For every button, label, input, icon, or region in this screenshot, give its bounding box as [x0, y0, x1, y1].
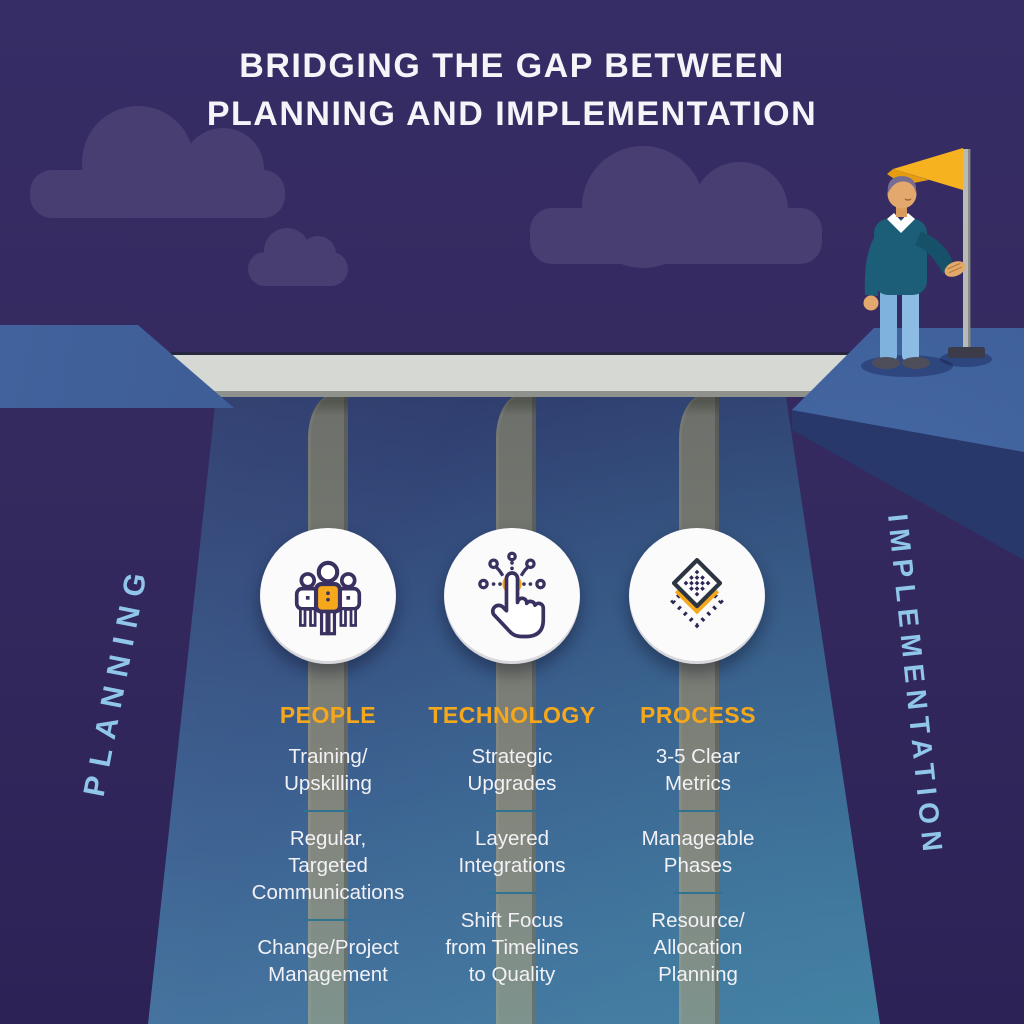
cloud-bump: [182, 128, 264, 210]
bridge-pillar: [496, 394, 536, 1024]
flag-pole: [963, 149, 970, 351]
person-right-hand: [944, 261, 966, 277]
column-heading: TECHNOLOGY: [428, 702, 596, 728]
item-divider: [674, 810, 722, 812]
person-illustration: [861, 148, 992, 377]
item-divider: [674, 892, 722, 894]
list-item: 3-5 Clear Metrics: [655, 745, 741, 795]
person-right-arm: [915, 231, 953, 274]
bridge-pillar: [679, 394, 719, 1024]
cloud-bump: [692, 162, 788, 258]
flag-pole-shade: [968, 149, 971, 351]
person-leg: [880, 288, 897, 361]
person-head: [887, 179, 917, 209]
page-title: BRIDGING THE GAP BETWEEN PLANNING AND IM…: [0, 42, 1024, 139]
person-left-hand: [863, 295, 879, 311]
list-item: Shift Focus from Timelines to Quality: [445, 909, 579, 986]
item-divider: [488, 810, 536, 812]
layered-process-icon: [670, 558, 724, 629]
person-collar: [887, 213, 915, 233]
technology-icon-circle: [444, 528, 580, 664]
item-divider: [304, 919, 352, 921]
cloud-icon: [530, 146, 822, 268]
list-item: Regular, Targeted Communications: [251, 827, 405, 904]
list-item: Layered Integrations: [458, 827, 566, 877]
list-item: Strategic Upgrades: [467, 745, 557, 795]
item-divider: [488, 892, 536, 894]
list-item: Resource/ Allocation Planning: [651, 909, 745, 986]
cloud-bump: [582, 146, 704, 268]
cloud-icon: [30, 106, 285, 218]
person-leg: [902, 288, 919, 361]
item-divider: [304, 810, 352, 812]
planning-side-label: PLANNING: [77, 560, 156, 800]
person-sweater: [874, 219, 927, 295]
dotted-layer: [670, 574, 724, 629]
people-icon: [294, 560, 362, 636]
flag-icon: [893, 148, 963, 190]
implementation-side-label: IMPLEMENTATION: [882, 512, 949, 860]
touch-technology-icon: [478, 551, 546, 639]
people-icon-circle: [260, 528, 396, 664]
title-line-2: PLANNING AND IMPLEMENTATION: [206, 95, 818, 134]
process-icon-circle: [629, 528, 765, 664]
list-item: Change/Project Management: [257, 936, 399, 986]
bridge-deck: [170, 352, 864, 397]
column-heading: PROCESS: [640, 702, 756, 728]
person-neck: [896, 205, 907, 217]
list-item: Training/ Upskilling: [284, 745, 372, 795]
person-hair: [887, 176, 917, 193]
column-heading: PEOPLE: [279, 702, 377, 728]
person-smile: [904, 198, 912, 201]
person-shoe: [902, 357, 930, 369]
cloud-bump: [300, 236, 336, 272]
title-line-1: BRIDGING THE GAP BETWEEN: [239, 47, 785, 85]
cloud-icon: [248, 228, 348, 286]
person-shoe: [872, 357, 900, 369]
list-item: Manageable Phases: [641, 827, 755, 877]
cloud-bump: [82, 106, 194, 218]
touch-hand: [490, 571, 546, 639]
flag-pole-base: [948, 347, 985, 358]
